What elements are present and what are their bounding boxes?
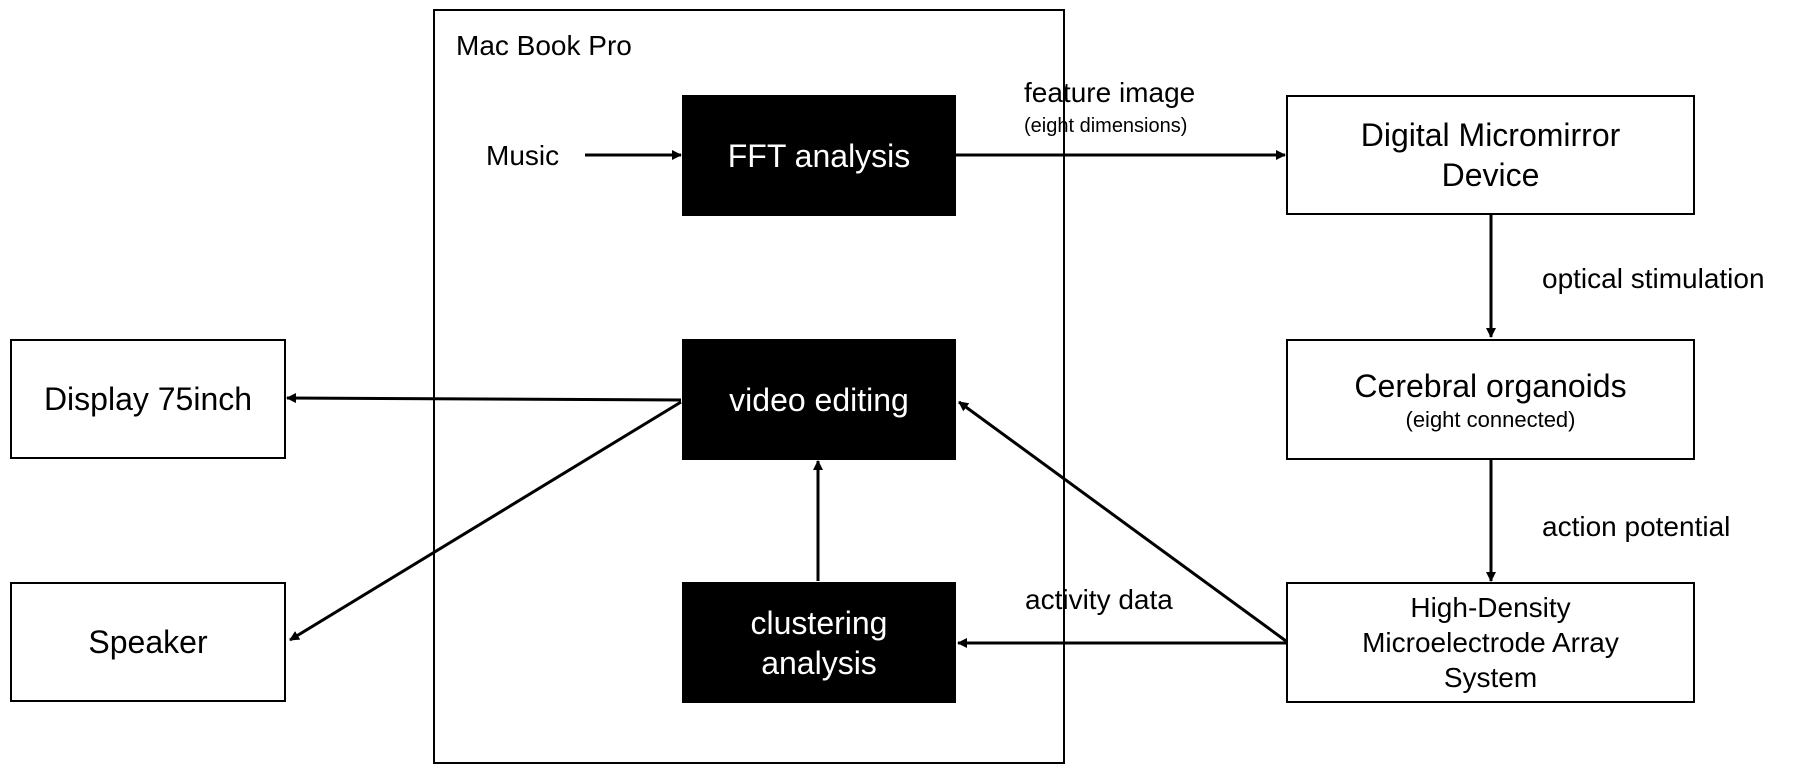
music-input-label: Music bbox=[486, 140, 560, 171]
clustering-analysis-label-line1: clustering bbox=[750, 604, 888, 641]
video-editing-box: video editing bbox=[682, 339, 956, 460]
clustering-analysis-box: clustering analysis bbox=[682, 582, 956, 703]
display-label: Display 75inch bbox=[43, 381, 253, 417]
arrow-video-to-display bbox=[286, 393, 682, 404]
optical-stimulation-label: optical stimulation bbox=[1542, 263, 1765, 294]
organoids-note: (eight connected) bbox=[1405, 406, 1576, 432]
display-box: Display 75inch bbox=[10, 339, 286, 459]
speaker-box: Speaker bbox=[10, 582, 286, 702]
mea-label-line1: High-Density bbox=[1410, 592, 1571, 623]
dmd-box: Digital Micromirror Device bbox=[1286, 95, 1695, 215]
speaker-label: Speaker bbox=[88, 624, 208, 660]
cerebral-organoids-box: Cerebral organoids (eight connected) bbox=[1286, 339, 1695, 460]
dmd-label-line1: Digital Micromirror bbox=[1360, 117, 1621, 153]
arrow-mea-to-video bbox=[958, 400, 1287, 643]
arrow-video-to-speaker bbox=[289, 400, 682, 642]
activity-data-label: activity data bbox=[1025, 584, 1173, 615]
feature-image-note: (eight dimensions) bbox=[1024, 115, 1188, 137]
fft-analysis-box: FFT analysis bbox=[682, 95, 956, 216]
action-potential-label: action potential bbox=[1542, 511, 1731, 542]
clustering-analysis-label-line2: analysis bbox=[761, 644, 877, 681]
macbook-container-label: Mac Book Pro bbox=[456, 30, 632, 61]
mea-label-line2: Microelectrode Array bbox=[1362, 627, 1619, 658]
dmd-label-line2: Device bbox=[1441, 157, 1540, 193]
video-editing-label: video editing bbox=[729, 381, 909, 418]
feature-image-label: feature image bbox=[1024, 77, 1196, 108]
mea-system-box: High-Density Microelectrode Array System bbox=[1286, 582, 1695, 703]
mea-label-line3: System bbox=[1443, 662, 1538, 693]
organoids-title: Cerebral organoids bbox=[1354, 367, 1627, 404]
fft-analysis-label: FFT analysis bbox=[727, 137, 911, 174]
macbook-container-frame bbox=[433, 9, 1065, 764]
